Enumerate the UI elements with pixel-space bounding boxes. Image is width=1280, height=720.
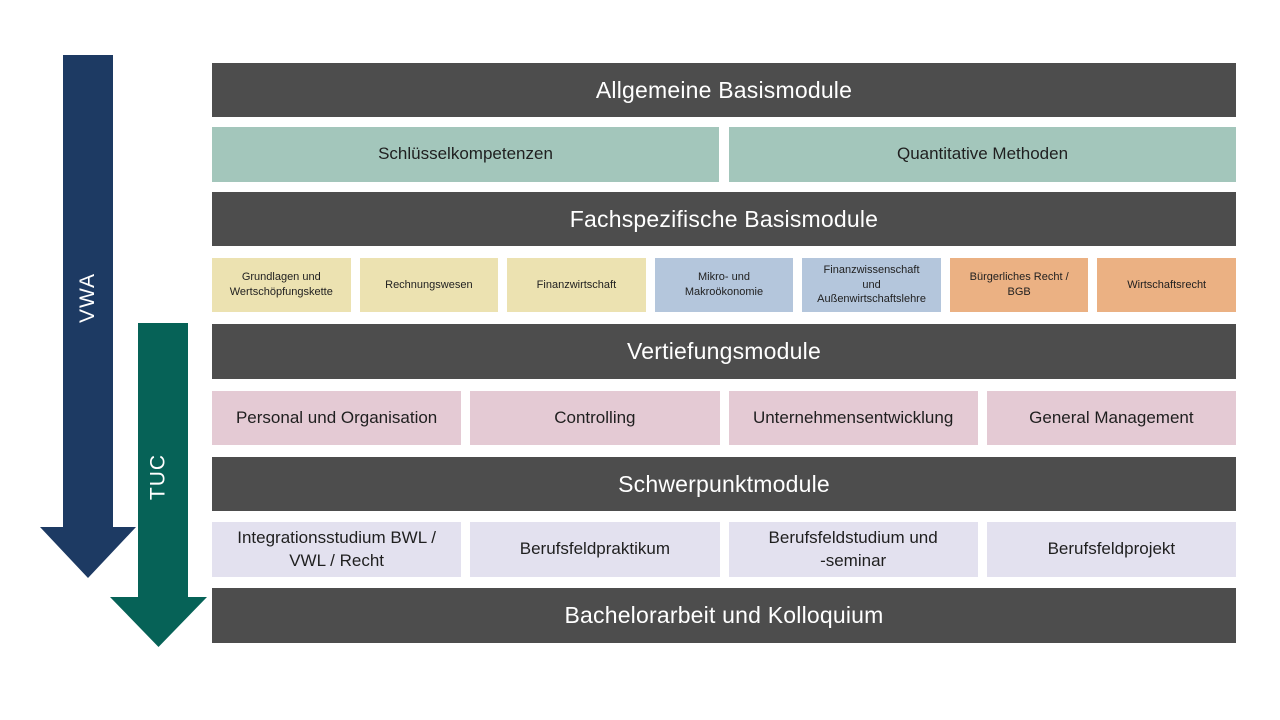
box-buergerliches-recht-bgb: Bürgerliches Recht / BGB (949, 258, 1089, 312)
box-berufsfeldprojekt: Berufsfeldprojekt (986, 522, 1236, 577)
tuc-arrow-label: TUC (146, 453, 170, 501)
box-berufsfeldstudium-und-seminar: Berufsfeldstudium und -seminar (728, 522, 978, 577)
box-grundlagen-und-wertschoepfungskette: Grundlagen und Wertschöpfungskette (212, 258, 351, 312)
box-mikro-und-makrooekonomie: Mikro- und Makroökonomie (654, 258, 794, 312)
box-finanzwissenschaft-und-aussenwirtschaftslehre: Finanzwissenschaft und Außenwirtschaftsl… (802, 258, 941, 312)
box-quantitative-methoden: Quantitative Methoden (729, 127, 1236, 182)
tuc-arrow-polygon (110, 323, 207, 647)
section-header-bachelorarbeit-und-kolloquium: Bachelorarbeit und Kolloquium (212, 588, 1236, 643)
advanced-modules-row: Personal und Organisation Controlling Un… (212, 391, 1236, 445)
box-wirtschaftsrecht: Wirtschaftsrecht (1097, 258, 1236, 312)
box-rechnungswesen: Rechnungswesen (359, 258, 499, 312)
box-integrationsstudium-bwl-vwl-recht: Integrationsstudium BWL / VWL / Recht (212, 522, 462, 577)
box-personal-und-organisation: Personal und Organisation (212, 391, 462, 445)
section-header-schwerpunktmodule: Schwerpunktmodule (212, 457, 1236, 511)
general-basics-row: Schlüsselkompetenzen Quantitative Method… (212, 127, 1236, 182)
box-controlling: Controlling (470, 391, 720, 445)
vwa-arrow-shape (40, 55, 136, 578)
vwa-arrow: VWA (40, 55, 136, 578)
subject-basics-row: Grundlagen und Wertschöpfungskette Rechn… (212, 258, 1236, 312)
section-header-fachspezifische-basismodule: Fachspezifische Basismodule (212, 192, 1236, 246)
box-unternehmensentwicklung: Unternehmensentwicklung (728, 391, 978, 445)
box-berufsfeldpraktikum: Berufsfeldpraktikum (470, 522, 720, 577)
tuc-arrow-shape (110, 323, 207, 647)
box-general-management: General Management (986, 391, 1236, 445)
section-header-vertiefungsmodule: Vertiefungsmodule (212, 324, 1236, 379)
vwa-arrow-polygon (40, 55, 136, 578)
section-header-allgemeine-basismodule: Allgemeine Basismodule (212, 63, 1236, 117)
vwa-arrow-label: VWA (76, 272, 99, 324)
tuc-arrow: TUC (110, 323, 207, 647)
focus-modules-row: Integrationsstudium BWL / VWL / Recht Be… (212, 522, 1236, 577)
box-schluesselkompetenzen: Schlüsselkompetenzen (212, 127, 719, 182)
box-finanzwirtschaft: Finanzwirtschaft (507, 258, 646, 312)
